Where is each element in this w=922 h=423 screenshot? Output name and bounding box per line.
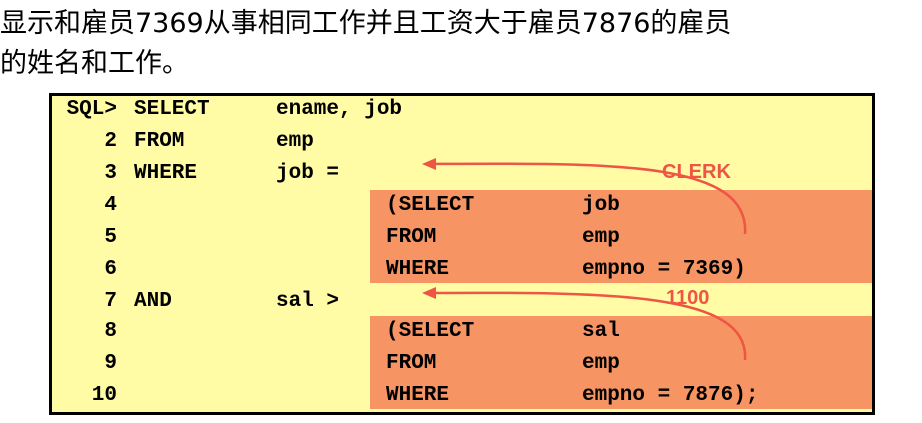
- sql-keyword: WHERE: [134, 162, 198, 185]
- subquery-expression: empno = 7369): [582, 258, 746, 281]
- sql-keyword: FROM: [134, 130, 185, 153]
- sql-expression: ename, job: [276, 98, 403, 121]
- line-number: 5: [104, 226, 117, 249]
- annotation-1100: 1100: [666, 287, 710, 309]
- annotation-clerk: CLERK: [662, 161, 731, 183]
- arrowhead-1100: [422, 287, 436, 299]
- line-number: 9: [104, 352, 117, 375]
- line-number: 8: [104, 320, 117, 343]
- sql-expression: job =: [276, 162, 340, 185]
- line-number: 2: [104, 130, 117, 153]
- subquery-keyword: WHERE: [386, 258, 450, 281]
- heading-line-1: 显示和雇员7369从事相同工作并且工资大于雇员7876的雇员: [0, 8, 732, 39]
- slide-heading: 显示和雇员7369从事相同工作并且工资大于雇员7876的雇员 的姓名和工作。: [0, 4, 920, 84]
- line-number: 6: [104, 258, 117, 281]
- subquery-1-highlight: [370, 190, 872, 283]
- sql-expression: emp: [276, 130, 314, 153]
- subquery-expression: job: [582, 194, 620, 217]
- line-number: 7: [104, 290, 117, 313]
- subquery-keyword: (SELECT: [386, 194, 475, 217]
- sql-keyword: SELECT: [134, 98, 210, 121]
- arrowhead-clerk: [422, 158, 436, 170]
- line-number: 10: [91, 384, 117, 407]
- line-number: 3: [104, 162, 117, 185]
- subquery-expression: emp: [582, 226, 620, 249]
- subquery-expression: sal: [582, 320, 620, 343]
- arrow-curve-1100: [424, 291, 747, 361]
- subquery-keyword: FROM: [386, 352, 437, 375]
- subquery-keyword: (SELECT: [386, 320, 475, 343]
- line-number: SQL>: [66, 98, 117, 121]
- subquery-keyword: FROM: [386, 226, 437, 249]
- line-number: 4: [104, 194, 117, 217]
- arrow-curve-clerk: [424, 162, 747, 235]
- subquery-keyword: WHERE: [386, 384, 450, 407]
- subquery-2-highlight: [370, 316, 872, 409]
- heading-line-2: 的姓名和工作。: [0, 48, 189, 79]
- sql-keyword: AND: [134, 290, 172, 313]
- subquery-expression: emp: [582, 352, 620, 375]
- subquery-expression: empno = 7876);: [582, 384, 759, 407]
- sql-expression: sal >: [276, 290, 340, 313]
